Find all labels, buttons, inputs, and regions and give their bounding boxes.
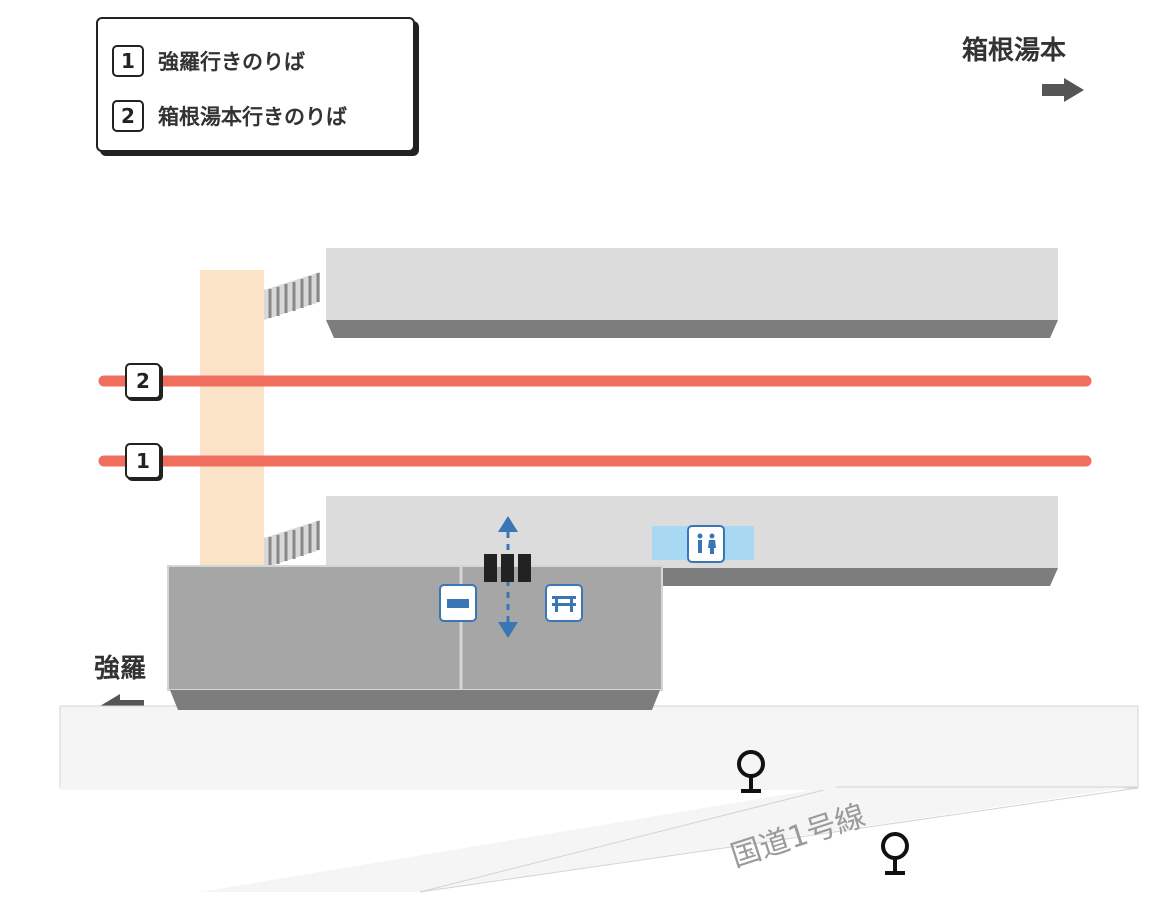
legend-number-1: 1	[112, 45, 144, 77]
road	[59, 705, 1139, 893]
platform-upper	[326, 248, 1058, 338]
bus-stop-icon	[737, 750, 765, 793]
route-arrow	[498, 516, 518, 638]
track-label-1: 1	[125, 443, 161, 479]
ticket-machine-icon	[439, 584, 477, 622]
legend: 1 強羅行きのりば 2 箱根湯本行きのりば	[96, 17, 415, 152]
legend-number-2: 2	[112, 100, 144, 132]
legend-item-2: 2 箱根湯本行きのりば	[112, 100, 347, 132]
restroom-icon	[687, 525, 725, 563]
destination-left-label: 強羅	[94, 654, 147, 684]
arrow-right-icon	[1042, 78, 1084, 102]
station-building	[167, 565, 663, 710]
bus-stop-icon	[881, 832, 909, 875]
ticket-gate-icon	[484, 554, 531, 582]
legend-label-1: 強羅行きのりば	[158, 50, 305, 74]
legend-label-2: 箱根湯本行きのりば	[158, 105, 347, 129]
stairs-lower-icon	[264, 520, 320, 568]
destination-right-label: 箱根湯本	[962, 36, 1067, 66]
stairs-upper-icon	[264, 272, 320, 320]
overpass-walkway	[200, 270, 264, 570]
legend-item-1: 1 強羅行きのりば	[112, 45, 305, 77]
track-label-2: 2	[125, 363, 161, 399]
bench-icon	[545, 584, 583, 622]
